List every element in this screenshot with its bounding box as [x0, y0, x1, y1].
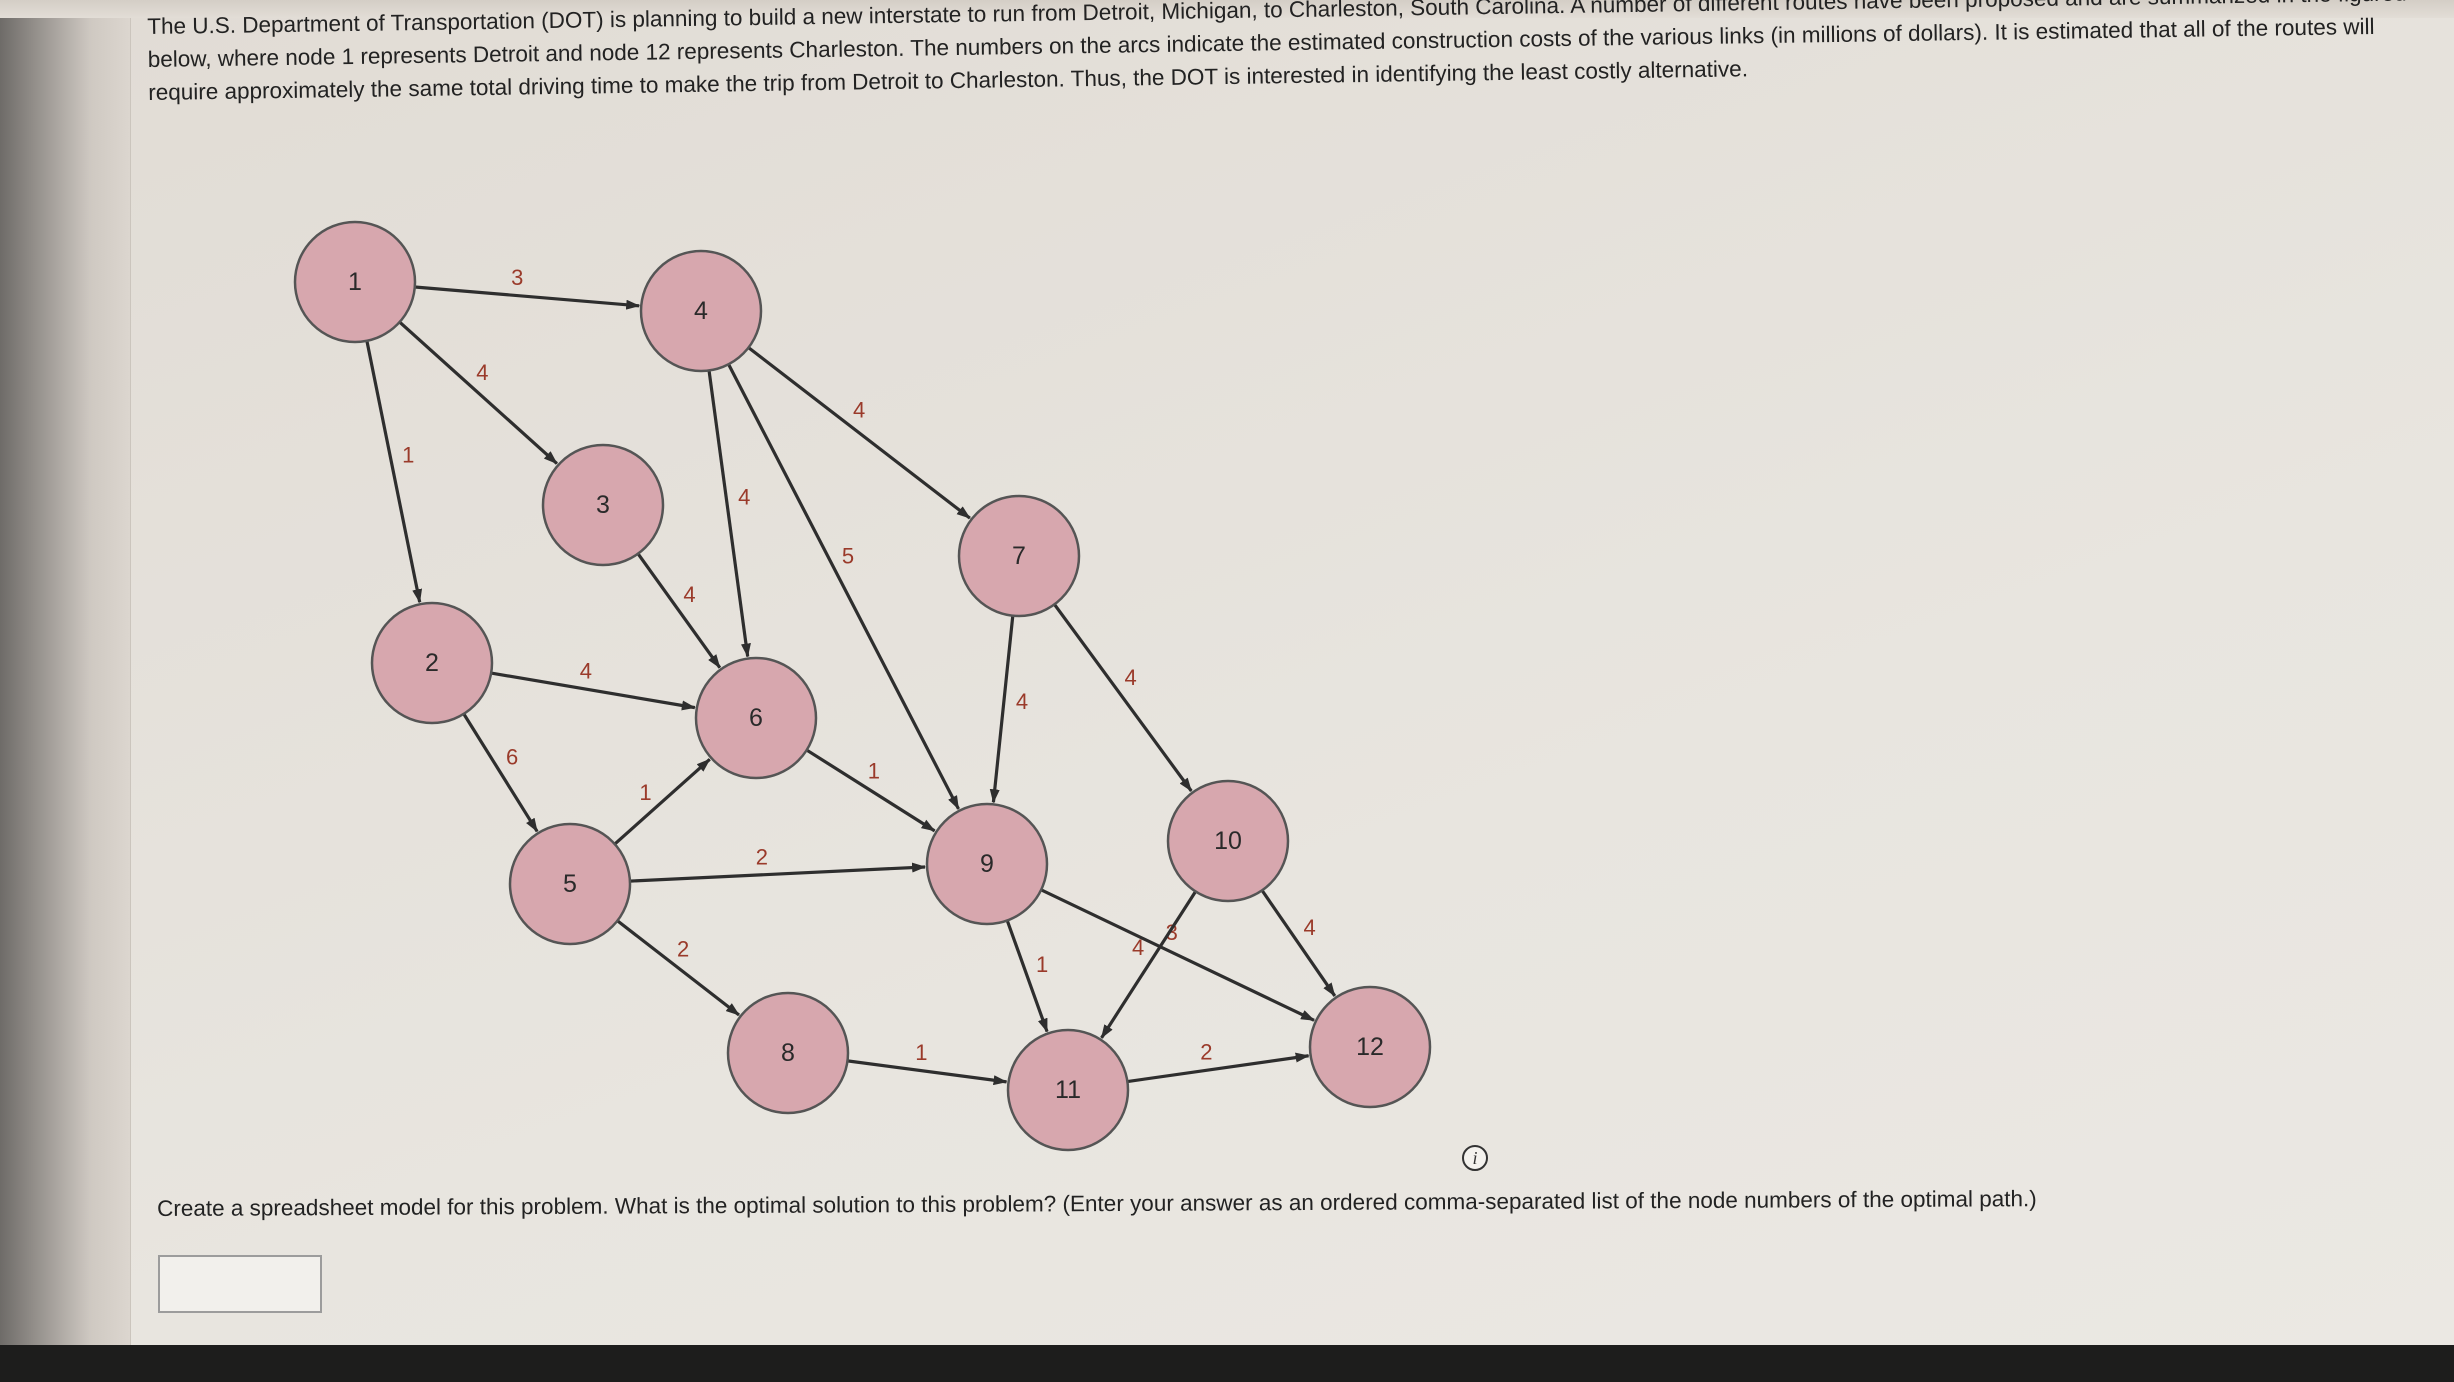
- node-9: 9: [925, 802, 1049, 926]
- arc-2-6: [490, 671, 696, 711]
- node-circle: [508, 822, 632, 946]
- arc-10-11: [1100, 890, 1197, 1039]
- node-12: 12: [1308, 985, 1432, 1109]
- node-circle: [293, 220, 417, 344]
- arc-cost-5-8: 2: [677, 936, 689, 961]
- node-label: 11: [1055, 1076, 1081, 1104]
- node-label: 12: [1356, 1033, 1384, 1061]
- node-circle: [1006, 1028, 1130, 1152]
- arc-4-6: [707, 370, 751, 658]
- arc-2-5: [462, 713, 539, 833]
- node-circle: [726, 991, 850, 1115]
- node-8: 8: [726, 991, 850, 1115]
- arc-1-3: [398, 320, 558, 465]
- arc-cost-7-9: 4: [1016, 689, 1028, 714]
- arc-cost-9-11: 1: [1036, 952, 1048, 977]
- arc-7-10: [1053, 603, 1193, 792]
- node-11: 11: [1006, 1028, 1130, 1152]
- node-10: 10: [1166, 779, 1290, 903]
- arc-4-9: [727, 363, 960, 810]
- node-label: 9: [980, 850, 994, 878]
- node-circle: [925, 802, 1049, 926]
- arc-5-6: [613, 758, 711, 846]
- arc-cost-5-6: 1: [639, 780, 651, 805]
- arc-cost-1-2: 1: [402, 442, 414, 467]
- node-circle: [1166, 779, 1290, 903]
- arc-9-12: [1040, 888, 1315, 1022]
- arc-7-9: [989, 615, 1015, 804]
- arc-5-8: [616, 919, 740, 1017]
- arc-1-2: [365, 340, 423, 604]
- info-icon[interactable]: i: [1462, 1145, 1488, 1171]
- arcs-layer: 3 4 1 4 4 5 4 4 6 1 2 2 1 4 4 3 1 4 4 1 2: [365, 265, 1337, 1086]
- node-circle: [541, 443, 665, 567]
- content-panel: [130, 0, 2454, 1345]
- node-label: 4: [694, 297, 708, 325]
- arc-8-11: [847, 1059, 1008, 1086]
- node-circle: [957, 494, 1081, 618]
- arc-9-11: [1005, 919, 1049, 1033]
- arc-cost-3-6: 4: [683, 582, 695, 607]
- node-label: 2: [425, 649, 439, 677]
- node-7: 7: [957, 494, 1081, 618]
- arc-cost-7-10: 4: [1124, 665, 1136, 690]
- node-circle: [639, 249, 763, 373]
- node-3: 3: [541, 443, 665, 567]
- arc-cost-10-12: 4: [1303, 915, 1315, 940]
- node-label: 5: [563, 870, 577, 898]
- answer-input[interactable]: [158, 1255, 322, 1313]
- node-circle: [1308, 985, 1432, 1109]
- arc-3-6: [636, 552, 722, 669]
- node-2: 2: [370, 601, 494, 725]
- arc-10-12: [1260, 889, 1337, 997]
- arc-cost-8-11: 1: [915, 1040, 927, 1065]
- arc-11-12: [1127, 1052, 1310, 1084]
- arc-cost-2-5: 6: [506, 745, 518, 770]
- arc-cost-10-11: 4: [1132, 935, 1144, 960]
- arc-cost-5-9: 2: [756, 844, 768, 869]
- node-label: 8: [781, 1039, 795, 1067]
- left-margin: [0, 0, 130, 1345]
- node-1: 1: [293, 220, 417, 344]
- node-label: 10: [1214, 827, 1242, 855]
- arc-cost-4-7: 4: [853, 398, 865, 423]
- arc-1-4: [414, 285, 641, 310]
- arc-cost-2-6: 4: [580, 658, 592, 683]
- arc-5-9: [629, 862, 927, 883]
- arc-cost-4-9: 5: [842, 544, 854, 569]
- node-6: 6: [694, 656, 818, 780]
- node-4: 4: [639, 249, 763, 373]
- arc-4-7: [747, 346, 971, 520]
- arc-cost-1-4: 3: [511, 265, 523, 290]
- node-label: 6: [749, 704, 763, 732]
- node-label: 7: [1012, 542, 1026, 570]
- arc-6-9: [805, 748, 936, 833]
- node-5: 5: [508, 822, 632, 946]
- arc-cost-6-9: 1: [868, 759, 880, 784]
- node-circle: [694, 656, 818, 780]
- arc-cost-1-3: 4: [476, 360, 488, 385]
- node-circle: [370, 601, 494, 725]
- node-label: 1: [348, 268, 362, 296]
- top-edge: [0, 0, 2454, 18]
- node-label: 3: [596, 491, 610, 519]
- arc-cost-11-12: 2: [1200, 1040, 1212, 1065]
- arc-cost-4-6: 4: [738, 484, 750, 509]
- monitor-bezel: [0, 1345, 2454, 1382]
